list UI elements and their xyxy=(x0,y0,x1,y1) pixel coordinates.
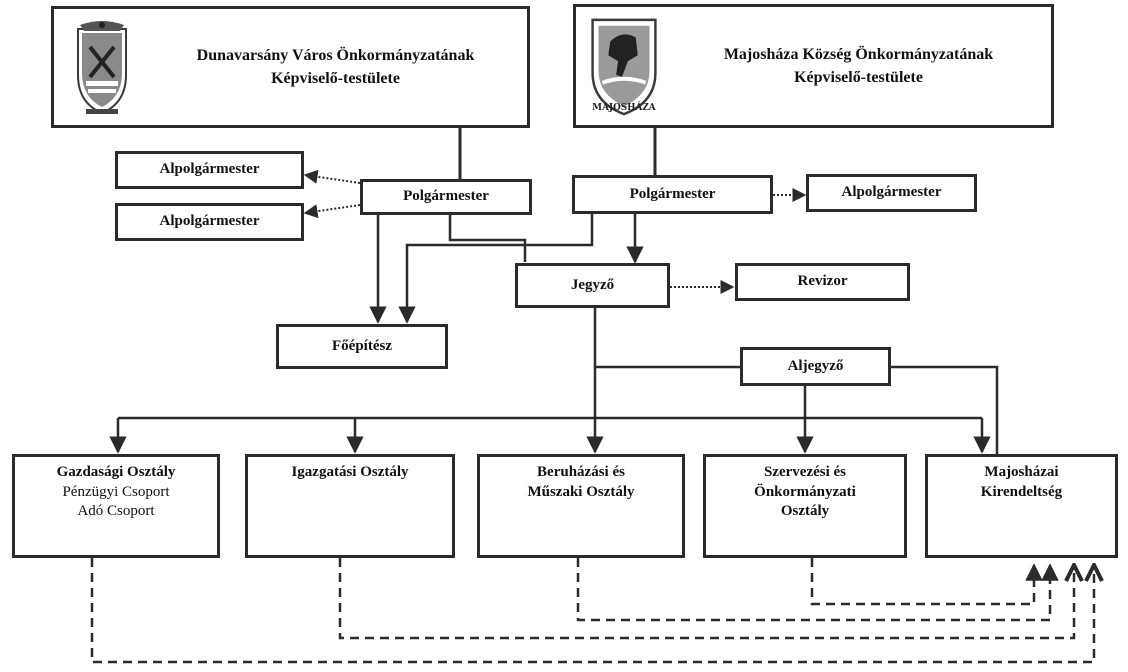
majoshaza-council-title: Majosháza Község Önkormányzatának Képvis… xyxy=(666,43,1051,89)
deputy-notary: Aljegyző xyxy=(740,347,891,386)
mayor-right: Polgármester xyxy=(572,175,773,214)
chief-architect: Főépítész xyxy=(276,324,448,369)
line-mayor-left-to-notary xyxy=(448,214,527,262)
line-mayor-to-deputy-2 xyxy=(303,204,361,219)
auditor: Revizor xyxy=(735,263,910,301)
majoshaza-council-line1: Majosháza Község Önkormányzatának xyxy=(723,45,994,63)
notary-label: Jegyző xyxy=(570,276,615,293)
dept-gazdasagi-line3: Adó Csoport xyxy=(77,503,155,519)
dept-majoshazai: Majosházai Kirendeltség xyxy=(925,454,1118,558)
line-mayor-right-to-architect xyxy=(398,214,594,324)
dept-majoshazai-line1: Majosházai xyxy=(984,464,1059,480)
dept-szervezesi-line3: Osztály xyxy=(780,503,830,519)
dept-igazgatasi: Igazgatási Osztály xyxy=(245,454,455,558)
dept-szervezesi-line1: Szervezési és xyxy=(763,464,847,480)
dunavarsany-council-line2: Képviselő-testülete xyxy=(271,70,400,87)
dunavarsany-council-box: Dunavarsány Város Önkormányzatának Képvi… xyxy=(51,6,530,128)
deputy-mayor-right: Alpolgármester xyxy=(806,174,977,212)
mayor-left: Polgármester xyxy=(360,179,532,215)
mayor-left-label: Polgármester xyxy=(403,188,489,205)
dept-gazdasagi-line2: Pénzügyi Csoport xyxy=(62,483,170,500)
dashed-szervezesi-to-majoshazai xyxy=(810,558,1043,606)
dept-szervezesi: Szervezési és Önkormányzati Osztály xyxy=(703,454,907,558)
dunavarsany-council-line1: Dunavarsány Város Önkormányzatának xyxy=(196,46,475,64)
dept-igazgatasi-line1: Igazgatási Osztály xyxy=(291,464,409,480)
deputy-mayor-left-2-label: Alpolgármester xyxy=(159,213,260,230)
deputy-mayor-left-2: Alpolgármester xyxy=(115,203,304,241)
majoshaza-council-box: MAJOSHÁZA Majosháza Község Önkormányzatá… xyxy=(573,4,1054,128)
dept-szervezesi-line2: Önkormányzati xyxy=(754,483,856,500)
dept-gazdasagi-line1: Gazdasági Osztály xyxy=(56,464,176,480)
dept-gazdasagi: Gazdasági Osztály Pénzügyi Csoport Adó C… xyxy=(12,454,220,558)
line-mayor-to-deputy-1 xyxy=(303,169,361,184)
deputy-mayor-right-label: Alpolgármester xyxy=(841,184,942,201)
dunavarsany-coat-of-arms-icon xyxy=(77,21,127,115)
dashed-beruhazasi-to-majoshazai xyxy=(576,558,1059,622)
deputy-mayor-left-1-label: Alpolgármester xyxy=(159,161,260,178)
dashed-igazgatasi-to-majoshazai xyxy=(338,558,1074,640)
majoshaza-coat-of-arms-icon: MAJOSHÁZA xyxy=(591,18,657,116)
majoshaza-crest-text: MAJOSHÁZA xyxy=(592,101,655,113)
line-deputy-notary-to-majoshazai xyxy=(890,365,999,458)
notary: Jegyző xyxy=(515,263,670,308)
dashed-gazdasagi-to-majoshazai xyxy=(90,558,1094,664)
dept-majoshazai-line2: Kirendeltség xyxy=(980,483,1063,500)
deputy-mayor-left-1: Alpolgármester xyxy=(115,151,304,189)
mayor-right-label: Polgármester xyxy=(629,185,716,202)
deputy-notary-label: Aljegyző xyxy=(787,357,844,374)
chief-architect-label: Főépítész xyxy=(332,337,392,354)
dept-beruhazasi-line1: Beruházási és xyxy=(537,464,625,480)
dept-beruhazasi-line2: Műszaki Osztály xyxy=(527,483,635,500)
auditor-label: Revizor xyxy=(797,273,848,290)
majoshaza-council-line2: Képviselő-testülete xyxy=(794,69,923,86)
dunavarsany-council-title: Dunavarsány Város Önkormányzatának Képvi… xyxy=(144,44,527,90)
dept-beruhazasi: Beruházási és Műszaki Osztály xyxy=(477,454,685,558)
